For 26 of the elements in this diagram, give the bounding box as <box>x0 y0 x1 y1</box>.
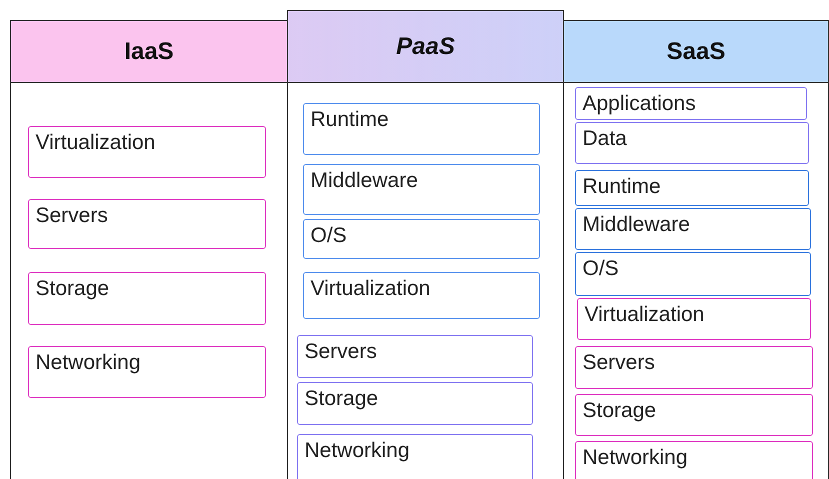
component-box: Networking <box>28 346 266 398</box>
component-box: O/S <box>574 252 810 296</box>
column-header: SaaS <box>564 21 828 83</box>
component-box: O/S <box>302 218 540 258</box>
column-panel <box>563 20 829 479</box>
component-box: Applications <box>574 86 806 120</box>
component-box: Virtualization <box>28 126 266 178</box>
column-header: IaaS <box>11 21 287 83</box>
component-box: Servers <box>574 346 812 388</box>
component-box: Storage <box>574 394 812 436</box>
component-box: Servers <box>28 198 266 248</box>
component-box: Virtualization <box>302 272 540 318</box>
component-box: Runtime <box>302 102 540 154</box>
component-box: Middleware <box>302 164 540 214</box>
component-box: Data <box>574 122 808 164</box>
component-box: Networking <box>296 434 532 479</box>
component-box: Runtime <box>574 170 808 206</box>
component-box: Servers <box>296 334 532 378</box>
column-panel <box>287 10 564 479</box>
component-box: Storage <box>28 272 266 324</box>
component-box: Middleware <box>574 208 810 250</box>
column-panel <box>10 20 288 479</box>
column-header: PaaS <box>288 11 563 83</box>
component-box: Virtualization <box>576 298 810 340</box>
component-box: Storage <box>296 382 532 424</box>
component-box: Networking <box>574 440 812 479</box>
